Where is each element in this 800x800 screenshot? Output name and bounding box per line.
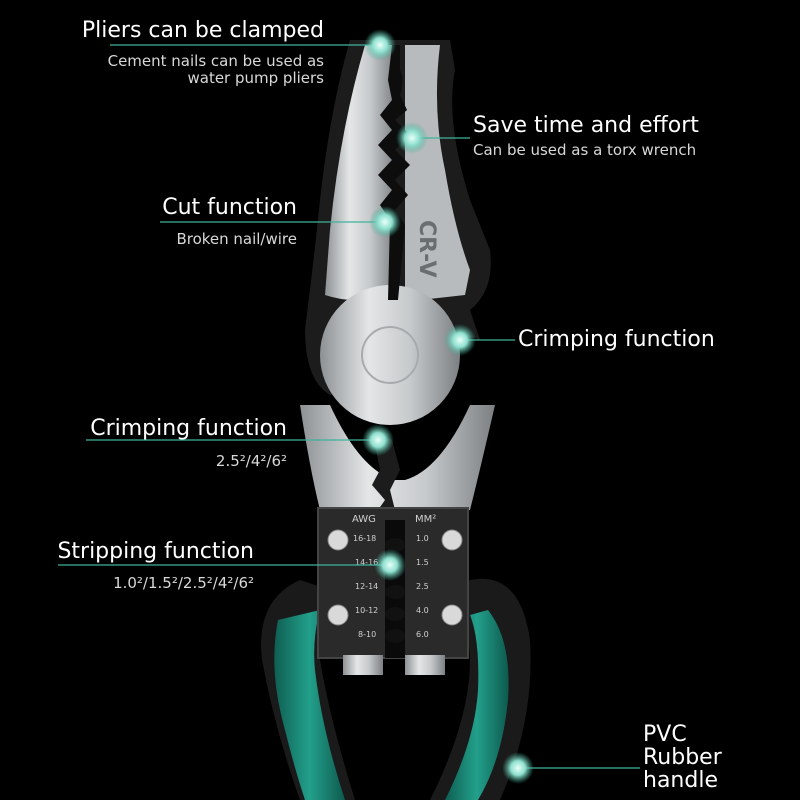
marker-dot <box>362 424 394 456</box>
marker-dot <box>396 122 428 154</box>
cut-subtitle: Broken nail/wire <box>176 230 297 248</box>
marker-dot <box>374 549 406 581</box>
gauge-awg-value: 10-12 <box>355 606 378 615</box>
torx-subtitle: Can be used as a torx wrench <box>473 141 697 159</box>
gauge-awg-value: 12-14 <box>355 582 378 591</box>
gauge-awg-value: 8-10 <box>358 630 376 639</box>
gauge-header-awg: AWG <box>352 514 376 525</box>
right-handle <box>430 578 531 800</box>
callout-markers <box>362 29 534 784</box>
handle-title-line1: PVC <box>643 722 687 747</box>
stripping-gauge-plate: AWG MM² 16-18 14-16 12-14 10-12 8-10 1.0… <box>317 507 469 675</box>
clamp-subtitle-line2: water pump pliers <box>187 69 324 87</box>
marker-dot <box>444 324 476 356</box>
gauge-awg-value: 14-16 <box>355 558 378 567</box>
crimp-left-subtitle: 2.5²/4²/6² <box>215 452 287 470</box>
clamp-subtitle-line1: Cement nails can be used as <box>107 52 324 70</box>
gauge-header-mm: MM² <box>415 514 436 525</box>
gauge-mm-value: 1.5 <box>416 558 429 567</box>
strip-subtitle: 1.0²/1.5²/2.5²/4²/6² <box>113 574 254 592</box>
gauge-mm-value: 4.0 <box>416 606 429 615</box>
clamp-title: Pliers can be clamped <box>81 18 324 43</box>
handle-title-line3: handle <box>643 768 718 793</box>
crimp-right-title: Crimping function <box>518 327 715 352</box>
handle-title-line2: Rubber <box>643 745 722 770</box>
strip-title: Stripping function <box>57 539 254 564</box>
gauge-mm-value: 6.0 <box>416 630 429 639</box>
callout-leaders <box>58 44 640 769</box>
cut-title: Cut function <box>162 195 297 220</box>
crimp-left-title: Crimping function <box>90 416 287 441</box>
upper-jaw: CR-V <box>305 40 491 425</box>
marker-dot <box>369 206 401 238</box>
torx-title: Save time and effort <box>473 113 699 138</box>
left-handle <box>261 580 355 800</box>
gauge-awg-value: 16-18 <box>353 534 376 543</box>
marker-dot <box>364 29 396 61</box>
gauge-mm-value: 2.5 <box>416 582 429 591</box>
marker-dot <box>502 752 534 784</box>
cr-v-steel-mark: CR-V <box>414 220 439 278</box>
gauge-mm-value: 1.0 <box>416 534 429 543</box>
